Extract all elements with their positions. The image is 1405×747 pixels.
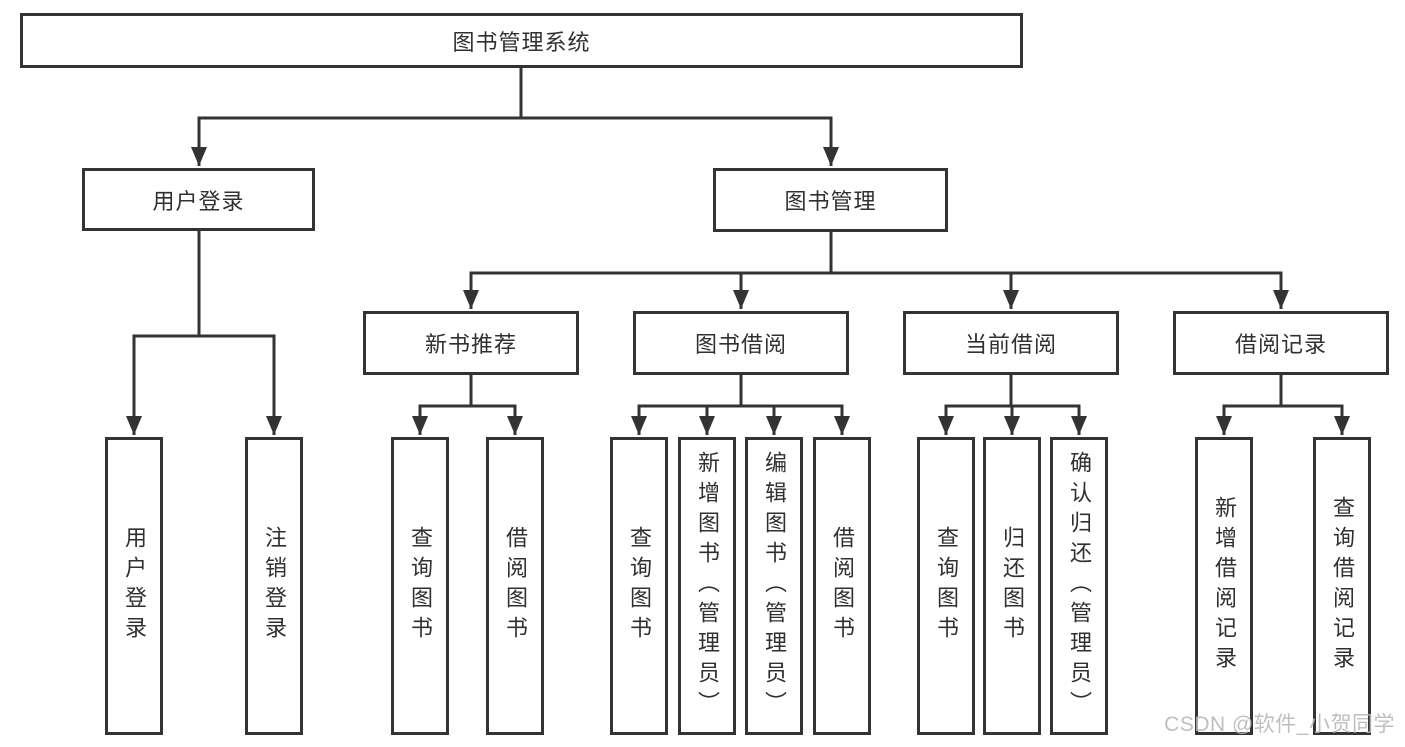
node-label: 用户登录: [152, 188, 245, 214]
node-label: 借阅图书: [503, 526, 528, 646]
node-new-book-recommendation: 新书推荐: [363, 311, 579, 375]
leaf-edit-books-admin: 编辑图书（管理员）: [745, 437, 803, 735]
node-label: 当前借阅: [964, 332, 1057, 357]
node-current-borrowing: 当前借阅: [903, 311, 1119, 375]
node-user-login: 用户登录: [82, 168, 315, 231]
node-label: 注销登录: [262, 526, 287, 646]
connector-stems: [132, 64, 1344, 408]
node-label: 归还图书: [1000, 526, 1025, 646]
node-label: 图书管理: [784, 189, 877, 214]
node-borrowing-records: 借阅记录: [1173, 311, 1389, 375]
leaf-borrow-books-recommend: 借阅图书: [486, 437, 544, 735]
leaf-query-books-borrowing: 查询图书: [610, 437, 668, 735]
node-label: 新增图书（管理员）: [695, 451, 720, 721]
csdn-watermark: CSDN @软件_小贺同学: [1164, 713, 1395, 736]
leaf-query-books-current: 查询图书: [917, 437, 975, 735]
node-label: 借阅图书: [830, 526, 855, 646]
leaf-query-borrow-record: 查询借阅记录: [1313, 437, 1371, 735]
node-book-borrowing: 图书借阅: [633, 311, 849, 375]
leaf-add-books-admin: 新增图书（管理员）: [678, 437, 736, 735]
node-label: 查询图书: [934, 526, 959, 646]
node-label: 确认归还（管理员）: [1067, 451, 1092, 721]
node-label: 查询图书: [408, 526, 433, 646]
leaf-add-borrow-record: 新增借阅记录: [1195, 437, 1253, 735]
connector-arrows: [126, 118, 1350, 435]
leaf-query-books-recommend: 查询图书: [391, 437, 449, 735]
node-label: 图书借阅: [694, 332, 787, 357]
node-label: 新书推荐: [424, 332, 517, 357]
node-label: 查询借阅记录: [1330, 496, 1355, 676]
leaf-return-books: 归还图书: [983, 437, 1041, 735]
node-label: 图书管理系统: [452, 29, 591, 55]
leaf-borrow-books: 借阅图书: [813, 437, 871, 735]
node-label: 查询图书: [627, 526, 652, 646]
leaf-user-login: 用户登录: [105, 437, 163, 735]
node-label: 编辑图书（管理员）: [762, 451, 787, 721]
node-label: 借阅记录: [1234, 332, 1327, 357]
leaf-logout: 注销登录: [245, 437, 303, 735]
node-book-management: 图书管理: [713, 168, 948, 232]
leaf-confirm-return-admin: 确认归还（管理员）: [1050, 437, 1108, 735]
node-label: 新增借阅记录: [1212, 496, 1237, 676]
node-library-management-system: 图书管理系统: [20, 13, 1023, 68]
node-label: 用户登录: [122, 526, 147, 646]
